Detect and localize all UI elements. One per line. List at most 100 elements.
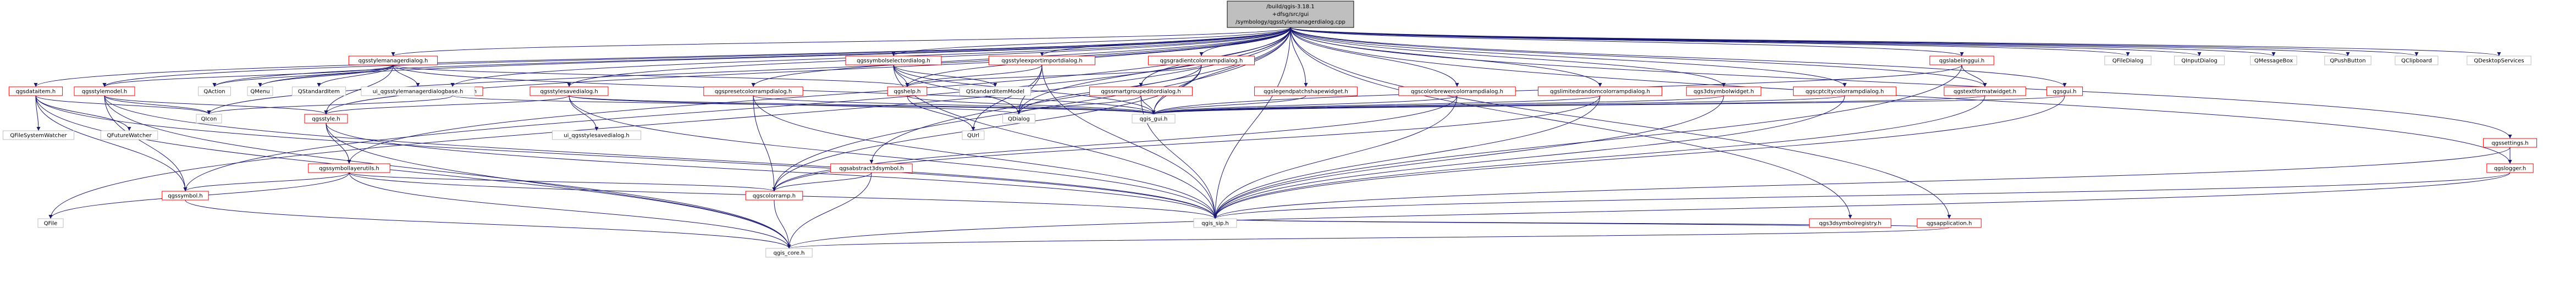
header-file-node[interactable]: qgscptcitycolorrampdialog.h <box>1793 86 1896 96</box>
edge-n05-n30 <box>569 95 1217 219</box>
header-file-node[interactable]: qgssymbol.h <box>162 191 209 201</box>
system-header-node: QDialog <box>1002 114 1035 124</box>
header-file-node[interactable]: qgssymbolselectordialog.h <box>845 56 942 65</box>
edge-n17-n29 <box>1152 95 1985 115</box>
node-label: qgscolorbrewercolorrampdialog.h <box>1411 89 1503 95</box>
header-file-node[interactable]: qgsapplication.h <box>1917 218 1982 228</box>
edge-n05-n42 <box>569 95 599 131</box>
node-label: qgis_gui.h <box>1140 116 1168 123</box>
node-box <box>1148 56 1255 65</box>
node-box <box>959 86 1031 96</box>
node-box <box>1227 1 1354 28</box>
system-header-node: QFileDialog <box>2104 56 2152 65</box>
header-file-node[interactable]: qgspresetcolorrampdialog.h <box>703 86 803 96</box>
node-box <box>1193 218 1237 228</box>
node-box <box>100 130 158 140</box>
node-label: qgscptcitycolorrampdialog.h <box>1806 89 1884 95</box>
header-file-node[interactable]: qgsstylemodel.h <box>74 86 135 96</box>
node-box <box>348 56 438 65</box>
node-box <box>1002 114 1035 124</box>
header-file-node[interactable]: qgstextformatwidget.h <box>1944 86 2026 96</box>
edge-n01-n33 <box>258 64 394 87</box>
node-box <box>162 191 209 201</box>
node-box <box>196 114 222 124</box>
header-file-node[interactable]: qgs3dsymbolwidget.h <box>1686 86 1762 96</box>
header-file-node[interactable]: qgsstyle.h <box>304 114 348 124</box>
header-file-node[interactable]: qgslegendpatchshapewidget.h <box>1254 86 1358 96</box>
edge-root-n19 <box>1290 27 2512 139</box>
header-file-node[interactable]: qgssettings.h <box>2483 138 2538 148</box>
edge-n15-n29 <box>1152 95 1845 115</box>
header-file-node[interactable]: qgssymbollayerutils.h <box>308 163 390 173</box>
header-file-node[interactable]: qgs3dsymbolregistry.h <box>1809 218 1891 228</box>
edge-root-n01 <box>391 27 1291 57</box>
node-label: qgsstylemanagerdialog.h <box>358 58 428 64</box>
node-label: qgs3dsymbolwidget.h <box>1694 89 1754 95</box>
header-file-node[interactable]: qgslabelinggui.h <box>1929 56 1994 65</box>
header-file-node[interactable]: qgshelp.h <box>887 86 928 96</box>
node-box <box>2395 56 2439 65</box>
edge-n07-n37 <box>893 64 1021 115</box>
edge-n02-n40 <box>35 95 41 131</box>
node-label: QDesktopServices <box>2474 58 2524 64</box>
node-box <box>8 86 63 96</box>
edge-root-n48 <box>1290 27 2418 57</box>
node-label: qgssymbolselectordialog.h <box>857 58 930 64</box>
node-box <box>2467 56 2531 65</box>
header-file-node[interactable]: qgsstylemanagerdialog.h <box>348 56 438 65</box>
node-box <box>361 86 475 96</box>
node-box <box>1089 86 1193 96</box>
node-box <box>988 56 1096 65</box>
node-label: qgsdataitem.h <box>16 89 56 95</box>
edge-n14-n30 <box>1213 95 1724 219</box>
edge-n28-n31 <box>774 199 791 249</box>
edge-n03-n31 <box>104 95 791 249</box>
system-header-node: QUrl <box>962 130 985 140</box>
edge-n24-n25 <box>326 123 351 164</box>
header-file-node[interactable]: qgsabstract3dsymbol.h <box>830 163 913 173</box>
node-box <box>551 130 642 140</box>
node-box <box>2250 56 2297 65</box>
node-label: qgsabstract3dsymbol.h <box>839 166 904 172</box>
header-file-node[interactable]: qgscolorramp.h <box>745 191 803 201</box>
system-header-node: QFutureWatcher <box>100 130 158 140</box>
header-file-node[interactable]: qgsdataitem.h <box>8 86 63 96</box>
header-file-node[interactable]: qgslimitedrandomcolorrampdialog.h <box>1537 86 1663 96</box>
header-file-node[interactable]: qgssmartgroupeditordialog.h <box>1089 86 1193 96</box>
edge-root-n03 <box>102 27 1291 87</box>
node-box <box>2046 86 2083 96</box>
node-label: qgslimitedrandomcolorrampdialog.h <box>1550 89 1650 95</box>
node-box <box>198 86 231 96</box>
header-file-node[interactable]: qgslogger.h <box>2486 163 2534 173</box>
node-label: qgshelp.h <box>893 89 920 95</box>
edge-root-n37 <box>1017 27 1291 115</box>
header-file-node[interactable]: qgscolorbrewercolorrampdialog.h <box>1398 86 1516 96</box>
node-label: QInputDialog <box>2181 58 2218 64</box>
header-file-node[interactable]: qgsgradientcolorrampdialog.h <box>1148 56 1255 65</box>
header-file-node[interactable]: qgsgui.h <box>2046 86 2083 96</box>
edge-n08-n23 <box>905 64 1042 87</box>
edge-n03-n39 <box>104 95 211 115</box>
node-label: ui_qgsstylemanagerdialogbase.h <box>373 89 464 95</box>
edge-n06-n29 <box>753 95 1156 115</box>
edge-n03-n24 <box>104 95 328 115</box>
edge-n24-n30 <box>326 123 1217 219</box>
node-box <box>703 86 803 96</box>
system-header-node: QMessageBox <box>2250 56 2297 65</box>
node-box <box>845 56 942 65</box>
node-label: qgssettings.h <box>2491 141 2528 147</box>
node-label: qgsgradientcolorrampdialog.h <box>1160 58 1243 64</box>
node-box <box>2324 56 2371 65</box>
header-file-node[interactable]: qgsstyleexportimportdialog.h <box>988 56 1096 65</box>
edge-n08-n30 <box>1041 64 1217 219</box>
edge-n12-n30 <box>1213 95 1458 219</box>
header-file-node[interactable]: qgsstylesavedialog.h <box>529 86 609 96</box>
node-label: QMenu <box>250 89 269 95</box>
edge-root-n29 <box>1151 27 1291 115</box>
edge-n22-n30 <box>1213 218 1950 228</box>
edge-n01-n32 <box>212 64 394 87</box>
node-box <box>1793 86 1896 96</box>
node-label: qgis_sip.h <box>1201 221 1229 227</box>
edge-root-n15 <box>1290 27 1847 87</box>
